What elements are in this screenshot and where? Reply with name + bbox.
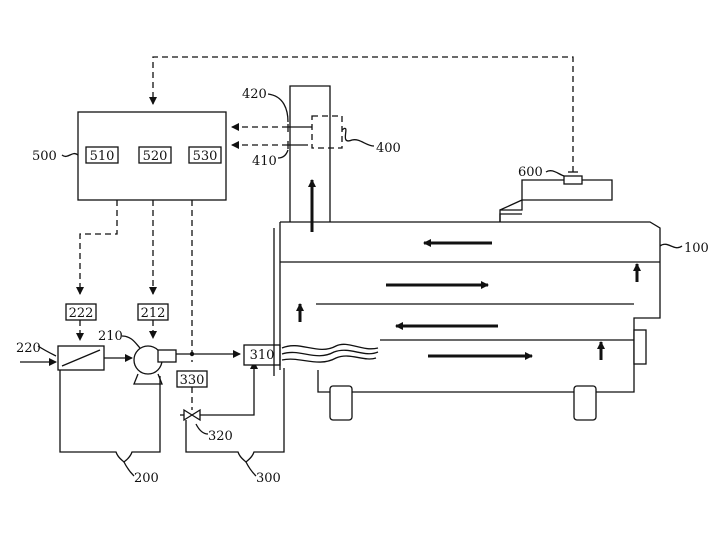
controller-label: 500 xyxy=(32,149,57,164)
module-530-label: 530 xyxy=(193,149,218,164)
boiler-body xyxy=(274,222,660,420)
fuel-supply-label: 200 xyxy=(134,471,159,486)
flue-duct xyxy=(500,172,612,222)
sensor-group-box xyxy=(312,116,342,148)
sensor-212-label: 212 xyxy=(141,306,166,321)
valve-body xyxy=(184,410,200,420)
flue-duct-outline xyxy=(500,180,612,222)
sensor-420-label: 420 xyxy=(242,87,267,102)
flue-sensor-label: 600 xyxy=(518,165,543,180)
sensor-420-icon xyxy=(288,124,312,132)
fuel-filter xyxy=(58,346,104,370)
rear-hatch xyxy=(634,330,646,364)
leader-210 xyxy=(122,336,140,348)
leader-500 xyxy=(62,154,78,157)
boiler-label: 100 xyxy=(684,241,709,256)
module-520-label: 520 xyxy=(143,149,168,164)
flame-icon xyxy=(282,344,378,362)
flue-duct-corner xyxy=(500,200,522,210)
fuel-pump xyxy=(134,346,176,384)
pump-label: 210 xyxy=(98,329,123,344)
valve-to-burner xyxy=(200,362,254,415)
support-left xyxy=(330,386,352,420)
sensor-330-label: 330 xyxy=(180,373,205,388)
pump-outlet xyxy=(158,350,176,362)
exhaust-sensors-label: 400 xyxy=(376,141,401,156)
boiler-shell xyxy=(280,222,660,392)
sensor-222-label: 222 xyxy=(69,306,94,321)
sensor-600-body xyxy=(564,176,582,184)
valve-label: 320 xyxy=(208,429,233,444)
leader-420 xyxy=(268,94,288,122)
sensor-410-icon xyxy=(288,141,308,149)
leader-100 xyxy=(660,244,682,247)
exhaust-stack xyxy=(288,86,342,232)
air-valve xyxy=(180,410,200,420)
pump-base xyxy=(134,374,162,384)
leader-200 xyxy=(124,462,134,476)
leader-400 xyxy=(342,128,374,146)
module-510-label: 510 xyxy=(90,149,115,164)
burner-label: 310 xyxy=(250,348,275,363)
leader-320 xyxy=(196,424,208,434)
air-supply-label: 300 xyxy=(256,471,281,486)
junction-dot xyxy=(190,352,194,356)
leader-600 xyxy=(546,171,564,176)
flue-duct-collar xyxy=(500,214,522,222)
sensor-410-label: 410 xyxy=(252,154,277,169)
leader-410 xyxy=(278,150,288,158)
control-line-222 xyxy=(80,200,117,294)
controller-unit: 510 520 530 500 xyxy=(32,112,226,200)
stack-walls xyxy=(290,86,330,222)
filter-label: 220 xyxy=(16,341,41,356)
support-right xyxy=(574,386,596,420)
leader-300 xyxy=(246,462,256,476)
